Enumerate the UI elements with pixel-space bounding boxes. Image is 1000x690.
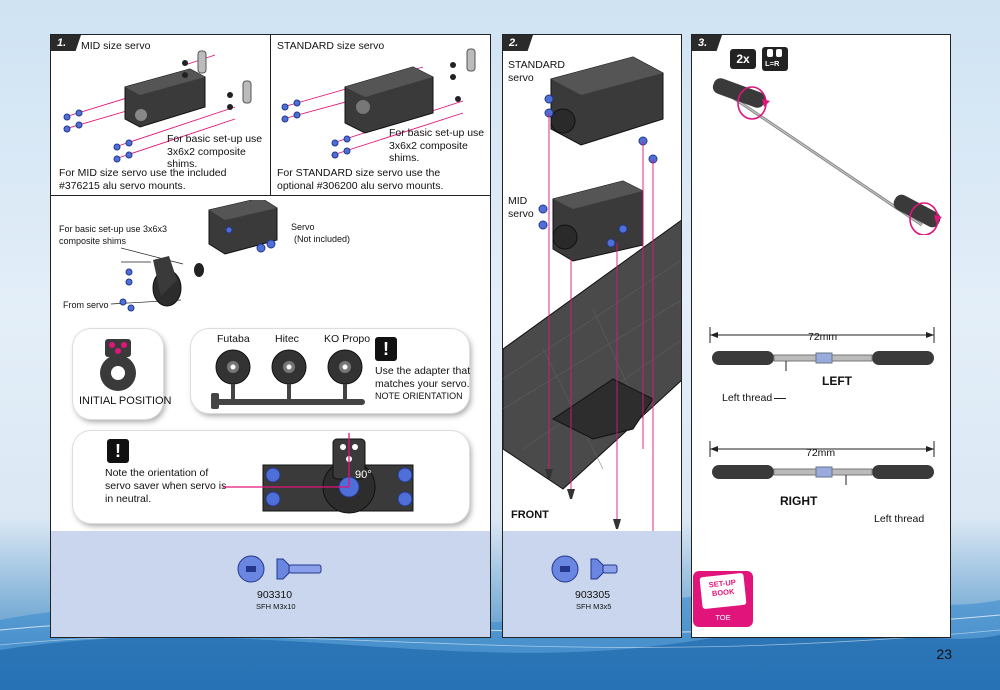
standard-shim-note-text: For basic set-up use 3x6x2 composite shi… (389, 127, 485, 164)
left-turnbuckle-diagram (709, 327, 935, 371)
warning-icon: ! (375, 337, 397, 361)
saver-shim-note-line1: For basic set-up use 3x6x3 (59, 224, 168, 234)
adapter-ko-propo-label: KO Propo (324, 333, 371, 345)
adapter-note-line2: matches your servo. (375, 378, 470, 390)
left-right-badge: L=R (762, 47, 788, 71)
divider (270, 35, 271, 195)
step1-panel: 1. MID size servo STANDARD size servo Fo… (50, 34, 491, 638)
orientation-note-line1: Note the orientation of (105, 467, 209, 479)
leader-line (774, 398, 786, 399)
left-length-label: 72mm (808, 331, 838, 343)
hand-icon (776, 49, 782, 57)
orientation-note-line3: in neutral. (105, 493, 152, 505)
standard-servo-label-line1: STANDARD (508, 59, 565, 71)
standard-servo-diagram (281, 48, 476, 159)
step3-panel: 3. 2x L=R 72mm LEFT Left thread (691, 34, 951, 638)
adapter-sprue-diagram (211, 349, 365, 409)
parts-bar: 903305 SFH M3x5 (503, 531, 681, 637)
angle-label: 90° (355, 469, 372, 481)
from-servo-label: From servo (63, 300, 109, 310)
chassis-servo-mount-diagram (503, 56, 681, 535)
mid-servo-label-line2: servo (508, 208, 534, 220)
standard-mount-note-line1: For STANDARD size servo use the (277, 167, 441, 179)
part-code: 903310 (257, 589, 293, 601)
step-number: 3. (692, 35, 722, 51)
left-label: LEFT (822, 374, 852, 388)
right-turnbuckle-diagram (709, 441, 935, 485)
orientation-note-line2: servo saver when servo is (105, 480, 227, 492)
screw-903310-icon (237, 555, 322, 583)
adapter-note-line3: NOTE ORIENTATION (375, 391, 463, 401)
front-label: FRONT (511, 509, 549, 521)
screw-903305-icon (551, 555, 618, 583)
servo-label: Servo (291, 222, 315, 232)
servo-not-included-label: (Not included) (294, 234, 351, 244)
servo-saver-exploded-diagram (111, 200, 278, 312)
mid-servo-label-line1: MID (508, 195, 528, 207)
saver-shim-note-line2: composite shims (59, 236, 127, 246)
page-number: 23 (936, 646, 952, 662)
mid-mount-note-line1: For MID size servo use the included (59, 167, 227, 179)
servo-saver-orientation-diagram (223, 433, 414, 514)
right-thread-note: Left thread (874, 513, 925, 525)
mid-servo-diagram (63, 50, 252, 163)
step2-panel: 2. STANDARD servo MID servo (502, 34, 682, 638)
adapter-note-line1: Use the adapter that (375, 365, 471, 377)
part-desc: SFH M3x5 (576, 602, 612, 611)
initial-position-box: INITIAL POSITION (73, 329, 172, 419)
standard-shim-note: For basic set-up use 3x6x2 composite shi… (389, 127, 489, 165)
setup-book-line3: TOE (715, 613, 731, 622)
turnbuckle-assembly-diagram (712, 78, 942, 235)
step-number: 2. (503, 35, 533, 51)
book-icon: SET-UP BOOK (699, 572, 747, 610)
part-desc: SFH M3x10 (256, 602, 296, 611)
quantity-badge: 2x (730, 49, 756, 69)
hand-icon (767, 49, 773, 57)
part-code: 903305 (575, 589, 611, 601)
mid-shim-note-text: For basic set-up use 3x6x2 composite shi… (167, 133, 263, 170)
lr-badge-text: L=R (765, 59, 780, 68)
right-length-label: 72mm (806, 447, 836, 459)
parts-bar: 903310 SFH M3x10 (51, 531, 490, 637)
left-thread-note: Left thread (722, 392, 773, 404)
step-number: 1. (51, 35, 81, 51)
orientation-box: ! Note the orientation of servo saver wh… (73, 431, 469, 523)
mid-shim-note: For basic set-up use 3x6x2 composite shi… (167, 133, 267, 171)
adapters-box: Futaba Hitec KO Propo ! Use the adapter … (191, 329, 471, 413)
mid-servo-title: MID size servo (81, 40, 151, 52)
adapter-futaba-label: Futaba (217, 333, 250, 345)
initial-position-label: INITIAL POSITION (79, 395, 172, 407)
warning-icon: ! (107, 439, 129, 463)
standard-mount-note-line2: optional #306200 alu servo mounts. (277, 180, 444, 192)
adapter-hitec-label: Hitec (275, 333, 299, 345)
servo-saver-icon (100, 339, 136, 391)
standard-servo-title: STANDARD size servo (277, 40, 385, 52)
standard-servo-label-line2: servo (508, 72, 534, 84)
divider (51, 195, 490, 196)
mid-mount-note-line2: #376215 alu servo mounts. (59, 180, 186, 192)
right-label: RIGHT (780, 494, 818, 508)
setup-book-badge[interactable]: SET-UP BOOK TOE (693, 571, 753, 627)
